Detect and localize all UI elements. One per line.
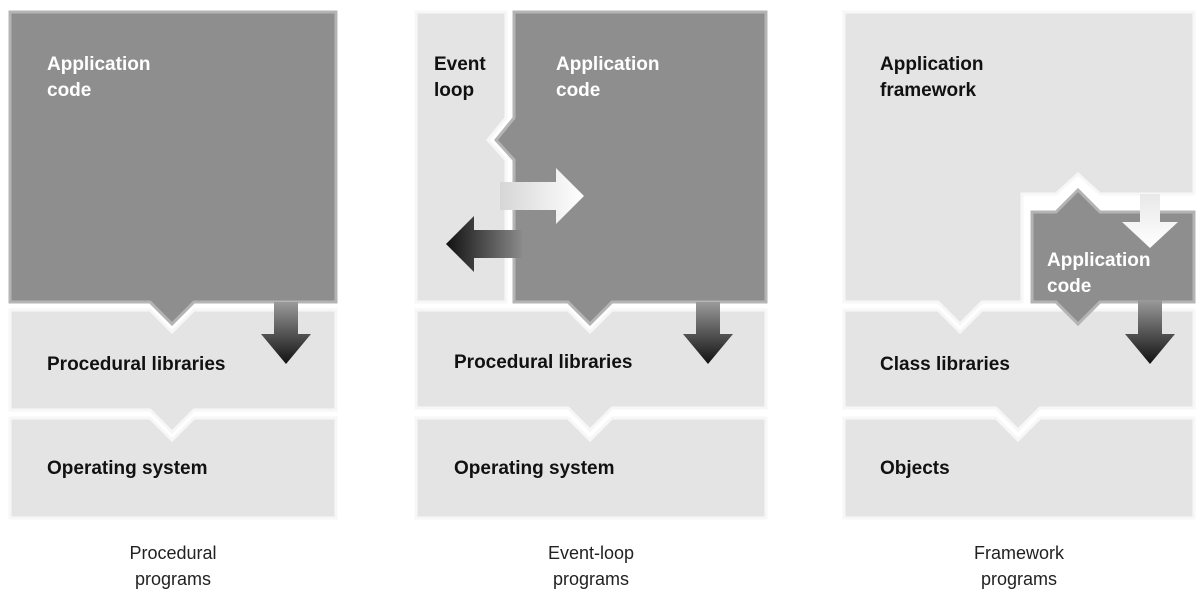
- procedural-app-code-label: Application code: [47, 54, 151, 101]
- event-loop-label: Event loop: [434, 54, 486, 101]
- framework-app-code-label: Application code: [1047, 250, 1151, 297]
- procedural-libraries-label: Procedural libraries: [47, 354, 226, 375]
- framework-objects-block: [842, 416, 1196, 520]
- event-loop-os-label: Operating system: [454, 458, 615, 479]
- event-loop-right-arrow-icon: [500, 168, 584, 224]
- procedural-down-arrow-icon: [261, 302, 311, 364]
- framework-down-arrow-light-icon: [1122, 194, 1178, 248]
- procedural-app-code-block: [8, 10, 338, 327]
- event-loop-os-block: [414, 416, 768, 520]
- event-loop-caption: Event-loop programs: [547, 543, 635, 589]
- event-loop-libraries-block: [414, 308, 768, 433]
- framework-objects-label: Objects: [880, 458, 950, 479]
- procedural-libraries-block: [8, 308, 338, 435]
- event-loop-down-arrow-icon: [683, 302, 733, 364]
- framework-down-arrow-dark-icon: [1125, 300, 1175, 364]
- event-loop-app-code-block: [494, 10, 768, 327]
- framework-app-framework-label: Application framework: [880, 54, 984, 101]
- framework-libraries-block: [842, 308, 1196, 433]
- procedural-column: [8, 10, 338, 520]
- event-loop-column: [414, 10, 768, 520]
- event-loop-libraries-label: Procedural libraries: [454, 352, 633, 373]
- procedural-os-label: Operating system: [47, 458, 208, 479]
- framework-libraries-label: Class libraries: [880, 354, 1010, 375]
- procedural-caption: Procedural programs: [129, 543, 217, 589]
- event-loop-app-code-label: Application code: [556, 54, 660, 101]
- framework-column: [842, 10, 1196, 520]
- framework-app-framework-block: [842, 10, 1196, 327]
- framework-caption: Framework programs: [973, 543, 1064, 589]
- event-loop-loop-block: [414, 10, 508, 304]
- procedural-os-block: [8, 416, 338, 520]
- event-loop-left-arrow-icon: [446, 216, 522, 272]
